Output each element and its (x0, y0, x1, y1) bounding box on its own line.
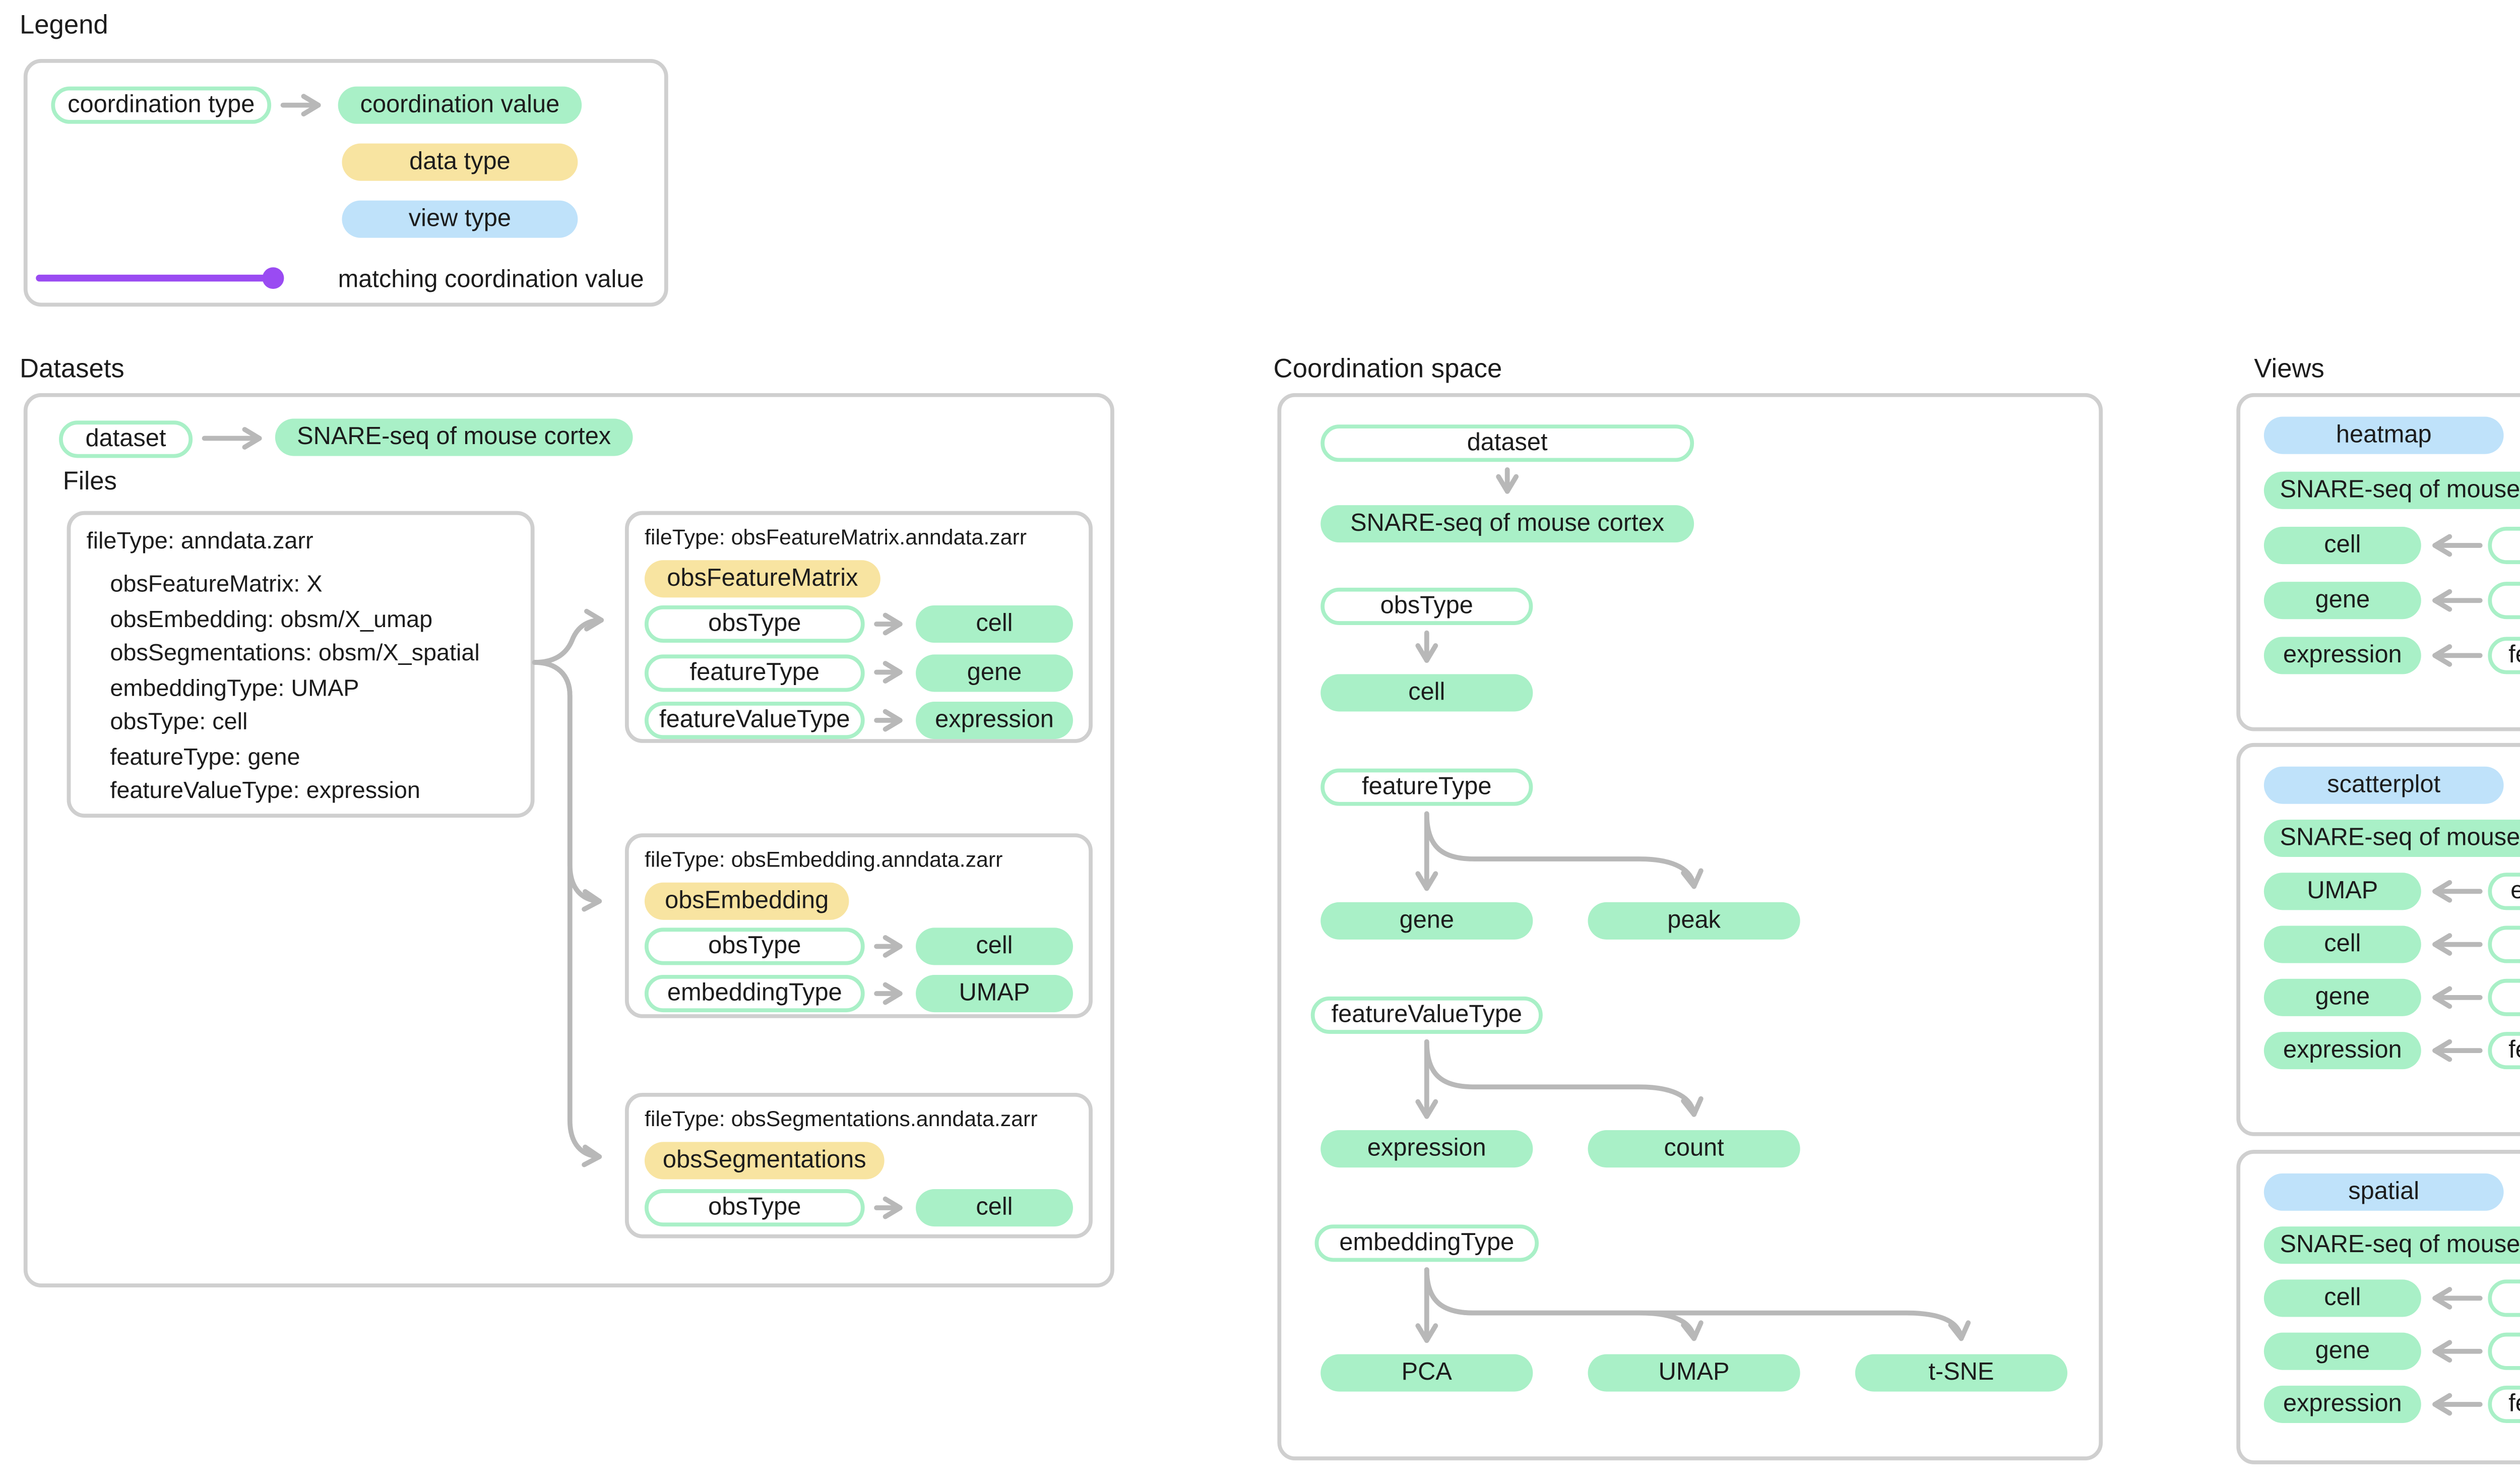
file-c-cvalue-pill: cell (916, 1189, 1073, 1227)
file-c-datatype-pill: obsSegmentations (644, 1142, 885, 1180)
dataset-name-pill: SNARE-seq of mouse cortex (275, 418, 633, 456)
scatterplot-dataset-value-pill: SNARE-seq of mouse cortex (2263, 819, 2520, 857)
heatmap-gene-pill: gene (2263, 582, 2421, 620)
file-a-datatype-pill: obsFeatureMatrix (644, 560, 880, 598)
scatterplot-expression-pill: expression (2263, 1032, 2421, 1070)
heatmap-obstype-pill: obsType (2488, 526, 2520, 565)
cspace-featurevaluetype-pill: featureValueType (1310, 996, 1543, 1034)
file-box-main (67, 511, 535, 818)
heatmap-dataset-value-pill: SNARE-seq of mouse cortex (2263, 471, 2520, 509)
heatmap-featurevaluetype-pill: featureValueType (2488, 637, 2520, 674)
legend-data-type-pill: data type (342, 143, 578, 181)
spatial-obstype-pill: obsType (2488, 1279, 2520, 1317)
spatial-featurevaluetype-pill: featureValueType (2488, 1385, 2520, 1424)
heatmap-viewtype-pill: heatmap (2263, 416, 2504, 454)
views-title: Views (2254, 353, 2324, 384)
file-b-cvalue-pill: UMAP (916, 975, 1073, 1013)
cspace-featuretype-pill: featureType (1320, 768, 1533, 806)
legend-title: Legend (19, 10, 108, 39)
scatterplot-umap-pill: UMAP (2263, 873, 2421, 910)
spatial-viewtype-pill: spatial (2263, 1173, 2504, 1211)
spatial-expression-pill: expression (2263, 1385, 2421, 1424)
spatial-dataset-value-pill: SNARE-seq of mouse cortex (2263, 1226, 2520, 1264)
cspace-count-pill: count (1588, 1130, 1800, 1168)
spatial-gene-pill: gene (2263, 1332, 2421, 1370)
file-c-filetype: fileType: obsSegmentations.anndata.zarr (644, 1108, 1038, 1132)
coordination-space-title: Coordination space (1273, 353, 1502, 384)
cspace-obstype-pill: obsType (1320, 587, 1533, 625)
file-main-option: obsEmbedding: obsm/X_umap (110, 604, 433, 632)
cspace-dataset-pill: dataset (1320, 424, 1694, 462)
scatterplot-gene-pill: gene (2263, 978, 2421, 1016)
legend-coordination-type-pill: coordination type (51, 86, 272, 124)
file-a-ctype-pill: featureValueType (644, 702, 865, 739)
file-a-cvalue-pill: expression (916, 702, 1073, 739)
heatmap-featuretype-pill: featureType (2488, 582, 2520, 620)
file-main-option: obsType: cell (110, 707, 248, 735)
legend-matching-label: matching coordination value (338, 265, 644, 293)
scatterplot-cell-pill: cell (2263, 925, 2421, 963)
legend-coordination-value-pill: coordination value (338, 86, 582, 124)
file-main-filetype: fileType: anndata.zarr (86, 526, 313, 554)
scatterplot-featurevaluetype-pill: featureValueType (2488, 1032, 2520, 1070)
datasets-title: Datasets (19, 353, 124, 384)
dataset-key-pill: dataset (58, 420, 193, 458)
file-b-filetype: fileType: obsEmbedding.anndata.zarr (644, 849, 1003, 873)
cspace-peak-pill: peak (1588, 902, 1800, 940)
scatterplot-embeddingtype-pill: embeddingType (2488, 873, 2520, 910)
file-b-ctype-pill: embeddingType (644, 975, 865, 1013)
file-a-filetype: fileType: obsFeatureMatrix.anndata.zarr (644, 526, 1027, 550)
cspace-dataset-value-pill: SNARE-seq of mouse cortex (1320, 505, 1694, 543)
cspace-umap-pill: UMAP (1588, 1354, 1800, 1392)
scatterplot-featuretype-pill: featureType (2488, 978, 2520, 1016)
heatmap-cell-pill: cell (2263, 526, 2421, 565)
cspace-pca-pill: PCA (1320, 1354, 1533, 1392)
cspace-embeddingtype-pill: embeddingType (1314, 1224, 1539, 1262)
legend-view-type-pill: view type (342, 200, 578, 238)
cspace-expression-pill: expression (1320, 1130, 1533, 1168)
file-a-cvalue-pill: cell (916, 605, 1073, 643)
file-b-ctype-pill: obsType (644, 928, 865, 965)
file-main-option: embeddingType: UMAP (110, 673, 359, 701)
file-a-ctype-pill: featureType (644, 653, 865, 691)
file-main-option: featureType: gene (110, 742, 300, 770)
file-main-option: obsSegmentations: obsm/X_spatial (110, 639, 480, 666)
file-main-option: featureValueType: expression (110, 776, 420, 804)
files-label: Files (62, 466, 117, 496)
scatterplot-viewtype-pill: scatterplot (2263, 766, 2504, 804)
file-b-cvalue-pill: cell (916, 928, 1073, 965)
spatial-cell-pill: cell (2263, 1279, 2421, 1317)
cspace-gene-pill: gene (1320, 902, 1533, 940)
cspace-tsne-pill: t-SNE (1855, 1354, 2067, 1392)
file-b-datatype-pill: obsEmbedding (644, 882, 849, 920)
scatterplot-obstype-pill: obsType (2488, 925, 2520, 963)
cspace-cell-pill: cell (1320, 674, 1533, 712)
file-main-option: obsFeatureMatrix: X (110, 570, 323, 598)
spatial-featuretype-pill: featureType (2488, 1332, 2520, 1370)
file-a-ctype-pill: obsType (644, 605, 865, 643)
file-a-cvalue-pill: gene (916, 653, 1073, 691)
heatmap-expression-pill: expression (2263, 637, 2421, 674)
file-c-ctype-pill: obsType (644, 1189, 865, 1227)
